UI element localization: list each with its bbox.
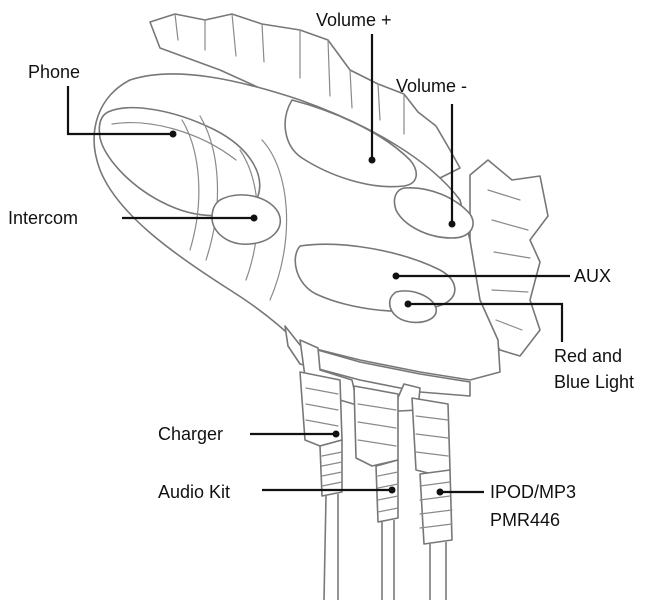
intercom-button	[211, 194, 281, 245]
label-intercom: Intercom	[8, 208, 78, 228]
label-aux: AUX	[574, 266, 611, 286]
phone-leader	[66, 86, 172, 136]
audio-kit-connector	[353, 385, 399, 600]
volume-plus-button	[284, 99, 417, 188]
labels: Phone Volume + Volume - Intercom AUX Red…	[8, 10, 634, 530]
charger-connector	[299, 371, 343, 601]
lower-shell	[284, 325, 471, 397]
label-red-blue-1: Red and	[554, 346, 622, 366]
red-blue-leader	[408, 302, 564, 342]
label-charger: Charger	[158, 424, 223, 444]
label-red-blue-2: Blue Light	[554, 372, 634, 392]
label-phone: Phone	[28, 62, 80, 82]
label-volume-plus: Volume +	[316, 10, 392, 30]
leader-lines	[66, 34, 570, 496]
label-audio-kit: Audio Kit	[158, 482, 230, 502]
label-volume-minus: Volume -	[396, 76, 467, 96]
label-ipod-2: PMR446	[490, 510, 560, 530]
light-lens	[388, 290, 437, 324]
device-illustration	[93, 13, 549, 601]
label-ipod-1: IPOD/MP3	[490, 482, 576, 502]
ipod-connector	[411, 397, 453, 600]
